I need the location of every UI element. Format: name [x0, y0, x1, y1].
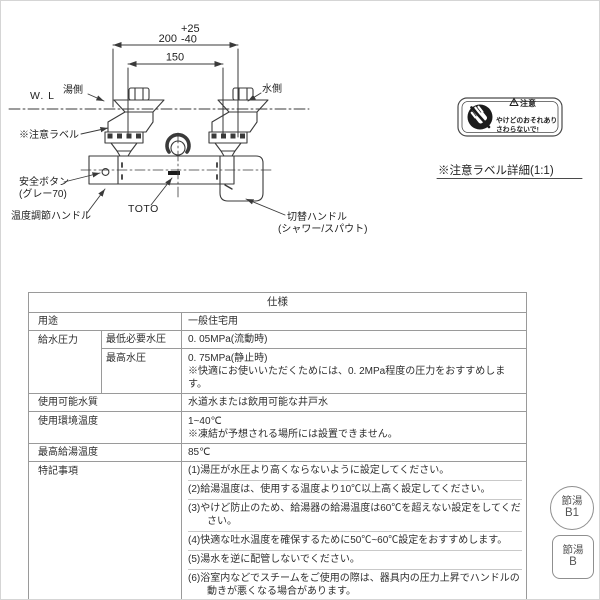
- min-pressure-value: 0. 05MPa(流動時): [180, 330, 528, 349]
- switch-handle: [219, 155, 264, 202]
- caution-label-pointer: ※注意ラベル: [19, 128, 79, 141]
- water-quality-value: 水道水または飲用可能な井戸水: [180, 393, 528, 412]
- ambient-temp-label: 使用環境温度: [28, 411, 182, 444]
- special-note-2: (2)給湯温度は、使用する温度より10℃以上高く設定してください。: [188, 480, 523, 499]
- max-pressure-value: 0. 75MPa(静止時): [188, 353, 268, 364]
- dimension-150: [127, 61, 224, 138]
- max-pressure-note: ※快適にお使いいただくためには、0. 2MPa程度の圧力をおすすめします。: [188, 366, 506, 390]
- sticker-line2: さわらないで!: [496, 125, 539, 134]
- safety-button-label: 安全ボタン: [19, 175, 69, 188]
- usage-value: 一般住宅用: [180, 312, 528, 331]
- ambient-temp-value: 1~40℃: [188, 416, 222, 427]
- usage-label: 用途: [28, 312, 182, 331]
- badge-b-code: B: [569, 556, 577, 569]
- max-hot-water-value: 85℃: [180, 443, 528, 462]
- faucet-body: [88, 132, 264, 202]
- special-note-5: (5)湯水を逆に配管しないでください。: [188, 550, 523, 569]
- dimension-200: [112, 42, 239, 138]
- spec-table: 仕様 用途 一般住宅用 給水圧力 最低必要水圧 0. 05MPa(流動時) 最高…: [27, 292, 528, 599]
- water-saving-badge-b: 節湯 B: [552, 535, 594, 579]
- temperature-handle-label: 温度調節ハンドル: [11, 209, 91, 222]
- ambient-temp-note: ※凍結が予想される場所には設置できません。: [188, 429, 398, 440]
- warning-triangle-icon: [509, 97, 519, 107]
- hot-side-leader: [87, 93, 105, 102]
- caution-detail-caption: ※注意ラベル詳細(1:1): [438, 163, 554, 177]
- no-touch-icon: [467, 104, 493, 130]
- hot-side-label: 湯側: [63, 83, 83, 96]
- safety-button-sub: (グレー70): [19, 187, 67, 200]
- max-hot-water-label: 最高給湯温度: [28, 443, 182, 462]
- sticker-line1: やけどのおそれあり: [496, 116, 557, 125]
- special-note-4: (4)快適な吐水温度を確保するために50℃~60℃設定をおすすめします。: [188, 531, 523, 550]
- table-title: 仕様: [27, 292, 528, 313]
- water-line-label: W. L: [30, 90, 55, 102]
- special-note-3: (3)やけど防止のため、給湯器の給湯温度は60℃を超えない設定をしてください。: [188, 499, 523, 531]
- switch-handle-label: 切替ハンドル: [287, 210, 347, 223]
- safety-button: [101, 168, 110, 176]
- water-quality-label: 使用可能水質: [28, 393, 182, 412]
- badge-b-label: 節湯: [562, 544, 584, 557]
- min-pressure-label: 最低必要水圧: [101, 330, 182, 349]
- hot-supply-leg: [104, 87, 165, 157]
- brand-mark: [168, 171, 180, 175]
- special-note-6: (6)浴室内などでスチームをご使用の際は、器具内の圧力上昇でハンドルの動きが悪く…: [188, 569, 523, 599]
- cold-side-label: 水側: [262, 82, 282, 95]
- faucet-technical-drawing: 200 +25 -40 150 W. L 湯側 水側: [8, 23, 583, 235]
- pressure-label: 給水圧力: [28, 330, 102, 394]
- special-note-1: (1)湯圧が水圧より高くならないように設定してください。: [188, 465, 450, 476]
- dim-200-tol-plus: +25: [181, 23, 200, 35]
- special-notes-label: 特記事項: [28, 461, 182, 599]
- dim-200-value: 200: [159, 33, 177, 45]
- badge-b1-label: 節湯: [561, 495, 583, 508]
- max-pressure-label: 最高水圧: [101, 348, 182, 394]
- caution-sticker: 注意 やけどのおそれあり さわらないで!: [457, 97, 563, 137]
- dim-150-value: 150: [166, 52, 184, 64]
- switch-handle-sub: (シャワー/スパウト): [278, 223, 367, 235]
- brand-label: TOTO: [128, 203, 159, 215]
- sticker-title: 注意: [520, 98, 536, 108]
- badge-b1-code: B1: [564, 507, 580, 520]
- water-saving-badge-b1: 節湯 B1: [550, 486, 594, 530]
- dim-200-tol-minus: -40: [181, 34, 197, 46]
